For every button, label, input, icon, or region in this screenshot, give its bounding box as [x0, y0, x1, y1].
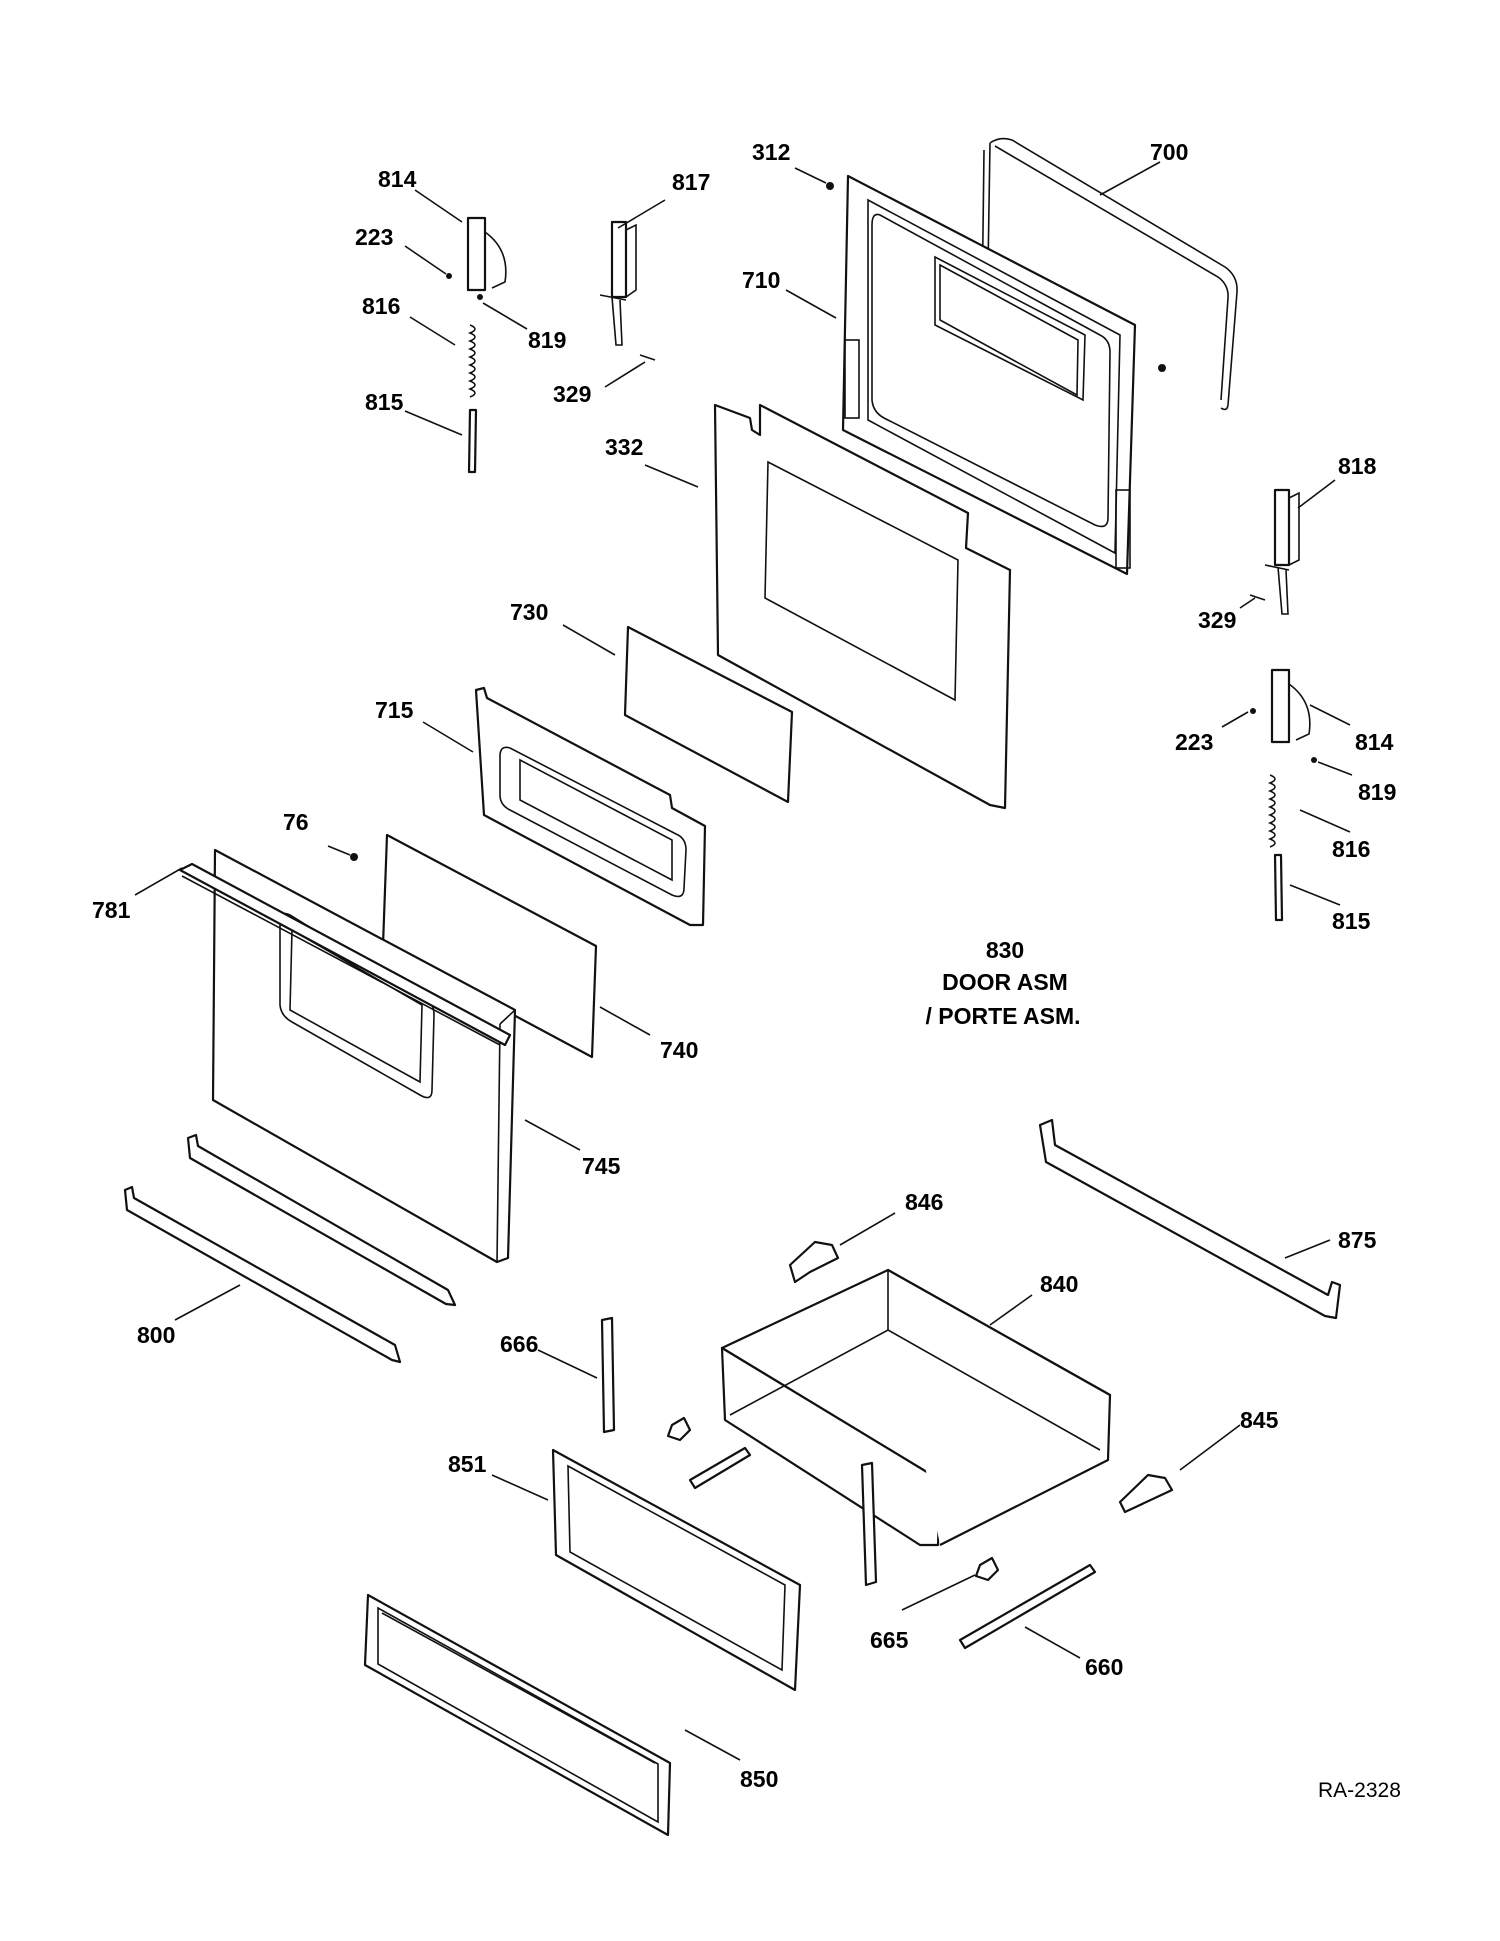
- part-730-glass: [623, 625, 794, 804]
- part-815-rod-left: [467, 408, 478, 474]
- label-816: 816: [362, 293, 400, 319]
- part-number-labels: 814 223 816 819 815 817 329 312 700 710 …: [92, 139, 1396, 1792]
- label-740: 740: [660, 1037, 698, 1063]
- label-710: 710: [742, 267, 780, 293]
- part-781-handle: [178, 862, 512, 1047]
- label-814-right: 814: [1355, 729, 1394, 755]
- part-875-rail: [1038, 1118, 1342, 1320]
- label-817: 817: [672, 169, 710, 195]
- part-818-hinge: [1249, 488, 1300, 615]
- label-819: 819: [528, 327, 566, 353]
- label-818: 818: [1338, 453, 1377, 479]
- part-slide-left: [688, 1446, 752, 1490]
- label-745: 745: [582, 1153, 621, 1179]
- part-814-hinge-left: [446, 216, 507, 300]
- label-845: 845: [1240, 1407, 1279, 1433]
- assembly-title: DOOR ASM: [942, 969, 1068, 995]
- assembly-number: 830: [986, 937, 1024, 963]
- part-710-inner-door: [841, 174, 1166, 576]
- label-223: 223: [355, 224, 393, 250]
- label-815: 815: [365, 389, 404, 415]
- part-816-spring-right: [1267, 774, 1276, 848]
- label-715: 715: [375, 697, 414, 723]
- part-666-slide: [600, 1316, 616, 1434]
- part-666-slide-2: [860, 1461, 878, 1587]
- part-815-rod-right: [1273, 853, 1284, 922]
- label-76: 76: [283, 809, 309, 835]
- part-800-rails: [123, 1133, 457, 1364]
- label-814: 814: [378, 166, 417, 192]
- label-665: 665: [870, 1627, 909, 1653]
- assembly-caption: 830 DOOR ASM / PORTE ASM.: [925, 937, 1080, 1029]
- label-312: 312: [752, 139, 790, 165]
- part-850-drawer-front: [363, 1593, 672, 1837]
- part-76-screw: [350, 853, 358, 861]
- label-781: 781: [92, 897, 131, 923]
- label-700: 700: [1150, 139, 1188, 165]
- label-332: 332: [605, 434, 643, 460]
- label-851: 851: [448, 1451, 487, 1477]
- part-851-inner-panel: [551, 1448, 802, 1692]
- label-840: 840: [1040, 1271, 1078, 1297]
- leader-lines: [134, 161, 1353, 1761]
- label-819-right: 819: [1358, 779, 1396, 805]
- label-666: 666: [500, 1331, 538, 1357]
- label-800: 800: [137, 1322, 175, 1348]
- part-846-clip: [788, 1240, 840, 1284]
- part-845-clip: [1118, 1473, 1174, 1514]
- label-223-right: 223: [1175, 729, 1213, 755]
- label-850: 850: [740, 1766, 778, 1792]
- reference-code: RA-2328: [1318, 1779, 1401, 1802]
- label-815-right: 815: [1332, 908, 1371, 934]
- part-817-hinge: [599, 220, 656, 361]
- part-816-spring-left: [467, 324, 476, 398]
- part-715-glass-frame: [474, 686, 707, 927]
- label-730: 730: [510, 599, 548, 625]
- label-329-right: 329: [1198, 607, 1236, 633]
- part-665-clip: [666, 1416, 692, 1442]
- part-814-hinge-right: [1250, 668, 1317, 763]
- part-660-slide: [958, 1563, 1097, 1650]
- part-312-screw: [826, 182, 834, 190]
- label-816-right: 816: [1332, 836, 1370, 862]
- assembly-title-french: / PORTE ASM.: [925, 1003, 1080, 1029]
- part-665-clip-2: [974, 1556, 1000, 1582]
- label-875: 875: [1338, 1227, 1377, 1253]
- label-329: 329: [553, 381, 591, 407]
- part-740-glass: [381, 833, 598, 1059]
- label-846: 846: [905, 1189, 943, 1215]
- label-660: 660: [1085, 1654, 1123, 1680]
- part-840-drawer: [720, 1268, 1112, 1547]
- part-332-door-liner: [713, 403, 1012, 810]
